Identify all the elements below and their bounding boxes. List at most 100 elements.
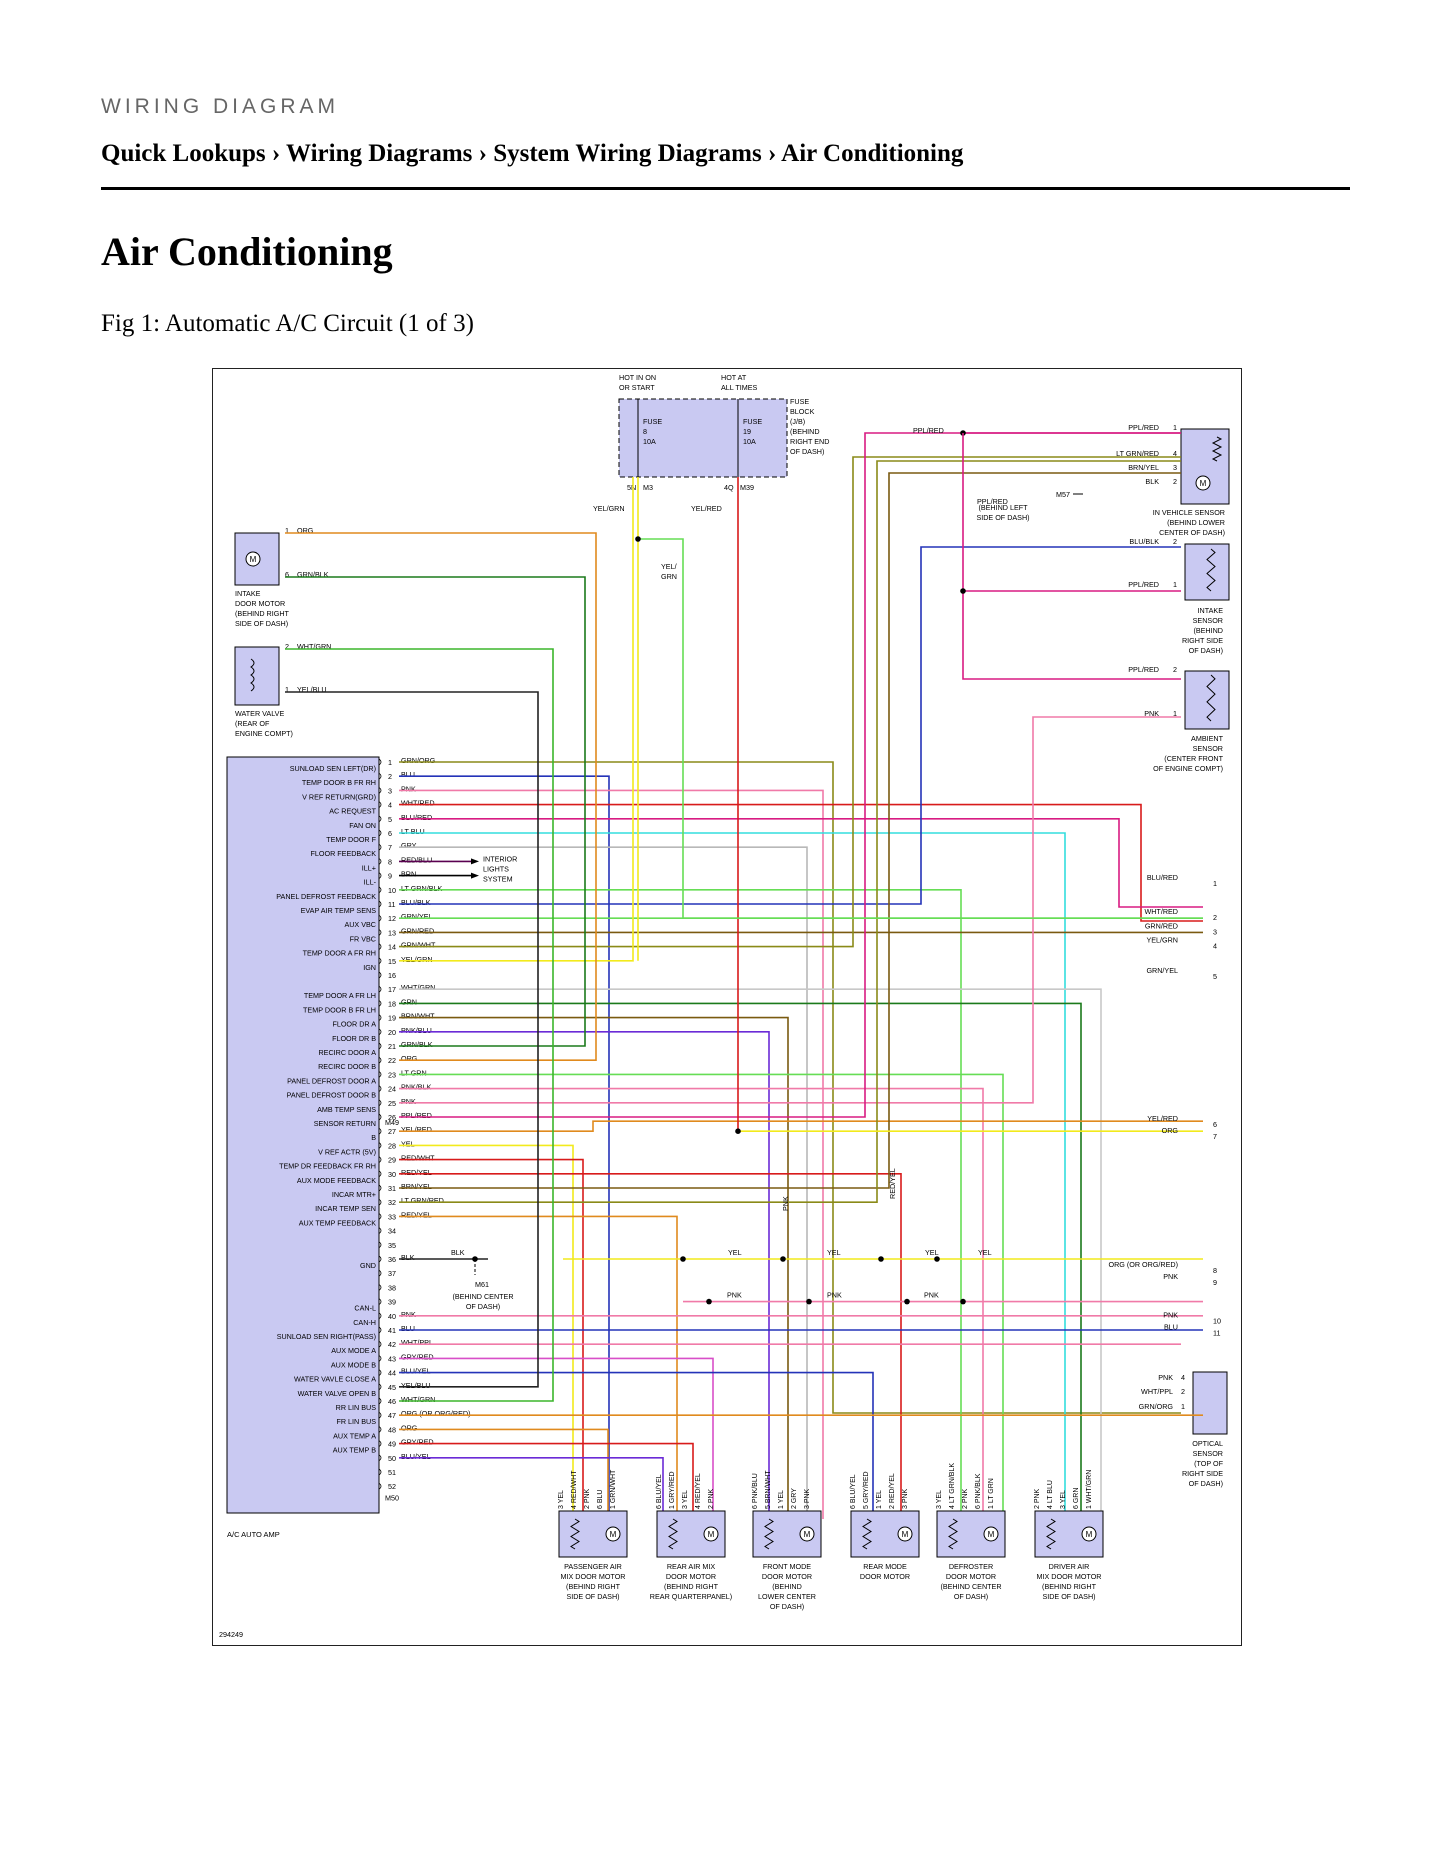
door-motor-label: FRONT MODE	[763, 1562, 811, 1571]
motor-icon: M	[610, 1530, 617, 1539]
amp-pin-wire-label: WHT/GRN	[401, 1395, 435, 1404]
door-motor-label: LOWER CENTER	[758, 1592, 816, 1601]
wire-label: YEL	[728, 1248, 742, 1257]
door-motor-label: MIX DOOR MOTOR	[1037, 1572, 1102, 1581]
amp-wire	[399, 1442, 694, 1519]
amp-pin-wire-label: PNK	[401, 1097, 416, 1106]
amp-pin-number: 1	[388, 758, 392, 767]
amp-pin-wire-label: BLU	[401, 770, 415, 779]
amp-pin-wire-label: RED/WHT	[401, 1154, 435, 1163]
amp-pin-function: WATER VALVE OPEN B	[298, 1389, 377, 1398]
wire-label: BLU	[1164, 1323, 1178, 1332]
amp-pin-wire-label: PNK/BLU	[401, 1026, 432, 1035]
interior-lights-label: INTERIOR	[483, 854, 517, 863]
output-number: 7	[1213, 1132, 1217, 1141]
wire-label: ORG	[297, 526, 314, 535]
connector-id: M50	[385, 1493, 399, 1502]
amp-pin-terminal	[378, 801, 382, 808]
water-valve-label: (REAR OF	[235, 719, 270, 728]
amp-pin-number: 13	[388, 928, 396, 937]
amp-pin-terminal	[378, 1071, 382, 1078]
motor-icon	[245, 551, 261, 567]
motor-pin-label: 3 YEL	[1060, 1490, 1067, 1509]
wire-label: BLU/BLK	[1129, 537, 1159, 546]
amp-pin-number: 34	[388, 1227, 396, 1236]
amp-pin-terminal	[378, 1042, 382, 1050]
pin-number: 2	[285, 642, 289, 651]
hot-label: HOT AT	[721, 373, 747, 382]
amp-pin-number: 42	[388, 1340, 396, 1349]
pin-number: 2	[1181, 1387, 1185, 1396]
wire-label: ORG (OR ORG/RED)	[1109, 1260, 1178, 1269]
amp-pin-terminal	[378, 772, 382, 780]
wire-label: PNK	[1144, 709, 1159, 718]
amp-pin-wire-label: GRY/RED	[401, 1438, 434, 1447]
amp-pin-wire-label: GRN/RED	[401, 926, 434, 935]
amp-wire	[285, 532, 597, 1062]
amp-pin-number: 31	[388, 1184, 396, 1193]
motor-pin-label: 2 RED/YEL	[889, 1473, 896, 1509]
amp-wire	[399, 460, 1181, 1204]
wire-label: PPL/RED	[1128, 423, 1159, 432]
amp-pin-terminal	[378, 1369, 382, 1376]
intake-sensor-label: SENSOR	[1193, 616, 1223, 625]
amp-pin-wire-label: GRN/YEL	[401, 912, 433, 921]
arrow-icon	[471, 872, 479, 879]
splice-dot	[960, 588, 966, 594]
door-motor-label: SIDE OF DASH)	[1042, 1592, 1095, 1601]
optical-sensor-label: (TOP OF	[1194, 1459, 1223, 1468]
wire-label: BLU/RED	[1147, 873, 1178, 882]
wire-label: GRN/ORG	[1139, 1402, 1174, 1411]
amp-pin-function: ILL-	[364, 878, 377, 887]
motor-pin-label: 1 LT GRN	[988, 1478, 995, 1509]
motor-pin-label: 3 YEL	[936, 1490, 943, 1509]
door-motor-label: DOOR MOTOR	[762, 1572, 812, 1581]
amp-pin-function: TEMP DOOR B FR LH	[303, 1005, 376, 1014]
amp-pin-terminal	[378, 815, 382, 823]
door-motor-label: REAR QUARTERPANEL)	[650, 1592, 732, 1601]
amp-pin-terminal	[378, 1184, 382, 1192]
connector-id: M3	[643, 483, 653, 492]
amp-pin-terminal	[378, 1440, 382, 1447]
amp-pin-terminal	[378, 1482, 382, 1490]
amp-pin-number: 4	[388, 801, 392, 810]
motor-pin-label: 4 LT GRN/BLK	[949, 1463, 956, 1509]
motor-pin-label: 3 YEL	[558, 1490, 565, 1509]
amp-pin-function: ILL+	[362, 863, 376, 872]
amp-wire	[399, 477, 634, 962]
amp-wire	[399, 817, 1203, 908]
motor-pin-label: 3 YEL	[682, 1490, 689, 1509]
amp-pin-function: SUNLOAD SEN LEFT(DR)	[290, 764, 376, 773]
amp-pin-terminal	[378, 1227, 382, 1234]
amp-pin-terminal	[378, 943, 382, 950]
amp-pin-function: SUNLOAD SEN RIGHT(PASS)	[277, 1332, 376, 1341]
amp-pin-wire-label: ORG (OR ORG/RED)	[401, 1409, 470, 1418]
amp-wire	[399, 1158, 584, 1519]
amp-pin-terminal	[378, 1298, 382, 1305]
pin-number: 1	[1173, 709, 1177, 718]
ambient-sensor-label: (CENTER FRONT	[1164, 754, 1223, 763]
amp-pin-number: 18	[388, 999, 396, 1008]
pin-number: 1	[285, 526, 289, 535]
amp-pin-wire-label: BLK	[401, 1253, 415, 1262]
amp-pin-number: 7	[388, 843, 392, 852]
amp-pin-terminal	[378, 900, 382, 908]
amp-pin-wire-label: YEL/RED	[401, 1125, 432, 1134]
amp-pin-wire-label: GRN/WHT	[401, 941, 436, 950]
door-motor-label: OF DASH)	[954, 1592, 988, 1601]
motor-pin-label: 6 BLU/YEL	[850, 1474, 857, 1509]
amp-pin-terminal	[378, 829, 382, 837]
amp-pin-number: 19	[388, 1014, 396, 1023]
pin-number: 4	[1181, 1373, 1185, 1382]
amp-pin-number: 23	[388, 1070, 396, 1079]
amp-pin-number: 2	[388, 772, 392, 781]
amp-wire	[399, 761, 1181, 1414]
output-number: 9	[1213, 1278, 1217, 1287]
amp-pin-terminal	[378, 1426, 382, 1433]
amp-pin-terminal	[378, 886, 382, 894]
fuse-label: FUSE	[643, 417, 662, 426]
fuse-block-label: (BEHIND	[790, 427, 820, 436]
section-label: WIRING DIAGRAM	[101, 95, 339, 118]
amp-pin-function: V REF ACTR (5V)	[318, 1147, 376, 1156]
